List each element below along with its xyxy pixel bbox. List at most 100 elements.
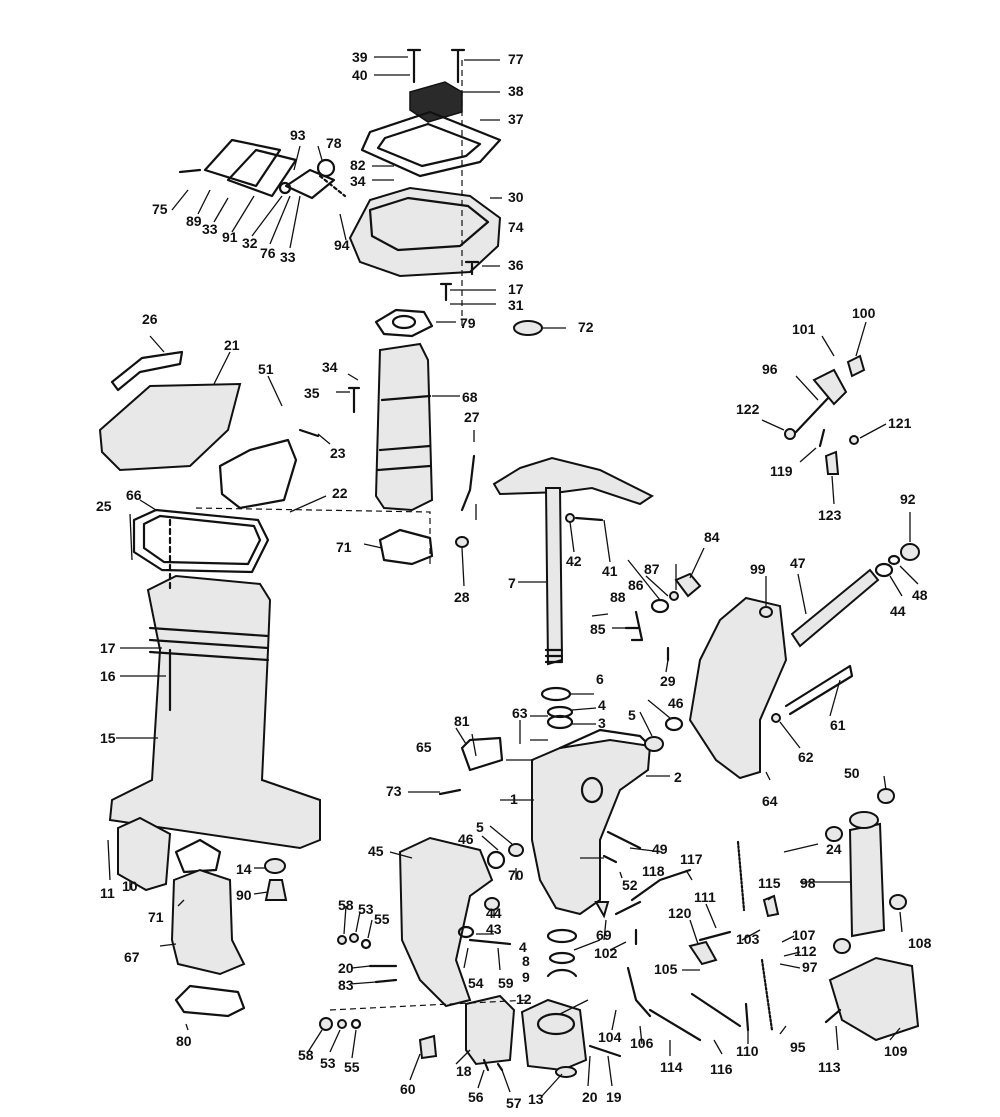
swivel-shaft-group xyxy=(455,454,654,730)
callout-56: 56 xyxy=(468,1089,484,1105)
callout-107: 107 xyxy=(792,927,816,943)
mount-109 xyxy=(828,956,920,1042)
callout-96: 96 xyxy=(762,361,778,377)
callout-102: 102 xyxy=(594,945,618,961)
nut-44a xyxy=(484,897,500,911)
bushing-50a xyxy=(877,788,895,804)
seal-13 xyxy=(555,1066,577,1078)
callout-110: 110 xyxy=(736,1043,759,1059)
housing-12-top xyxy=(536,1012,576,1036)
spring-94 xyxy=(318,174,347,198)
bushing-108a xyxy=(889,894,907,910)
callout-29: 29 xyxy=(660,673,676,689)
callout-73: 73 xyxy=(386,783,402,799)
dash-lower-left xyxy=(329,999,531,1011)
swivel-bracket-1-hole xyxy=(580,776,604,804)
callout-69: 69 xyxy=(596,927,612,943)
bolt-41 xyxy=(574,516,604,522)
callout-25: 25 xyxy=(96,498,112,514)
callout-67: 67 xyxy=(124,949,140,965)
bushing-5b xyxy=(508,843,524,857)
tube-67 xyxy=(170,868,246,976)
callout-63: 63 xyxy=(512,705,528,721)
callout-17b: 17 xyxy=(508,281,524,297)
cover-10 xyxy=(117,816,172,892)
callout-24: 24 xyxy=(826,841,842,857)
callout-99: 99 xyxy=(750,561,766,577)
callout-52: 52 xyxy=(622,877,638,893)
gasket-37 xyxy=(360,110,502,178)
callout-31: 31 xyxy=(508,297,524,313)
cowl-latch-51 xyxy=(218,438,298,510)
stern-bracket-64 xyxy=(688,596,788,780)
callout-116: 116 xyxy=(710,1061,733,1077)
stern-bracket-right-group xyxy=(688,543,920,780)
pin-110 xyxy=(744,1002,750,1032)
callout-74: 74 xyxy=(508,219,524,235)
callout-33b: 33 xyxy=(280,249,296,265)
washer-42 xyxy=(565,513,575,523)
seal-66-inner xyxy=(142,514,262,566)
plug-90 xyxy=(264,879,288,901)
callout-5a: 5 xyxy=(628,707,636,723)
callout-19: 19 xyxy=(606,1089,622,1105)
cylinder-98 xyxy=(848,822,886,938)
callout-89: 89 xyxy=(186,213,202,229)
bolt-59 xyxy=(468,938,512,946)
callout-4a: 4 xyxy=(598,697,606,713)
callout-2: 2 xyxy=(674,769,682,785)
grommet-14 xyxy=(264,858,286,874)
callout-20b: 20 xyxy=(582,1089,598,1105)
callout-98: 98 xyxy=(800,875,816,891)
bracket-115 xyxy=(762,894,780,918)
callout-5b: 5 xyxy=(476,819,484,835)
washer-55b xyxy=(350,1018,362,1030)
callout-43: 43 xyxy=(486,921,502,937)
callout-57: 57 xyxy=(506,1095,522,1111)
lever-96 xyxy=(794,394,832,434)
callout-97: 97 xyxy=(802,959,818,975)
seal-71-lower xyxy=(174,838,222,874)
callout-83: 83 xyxy=(338,977,354,993)
washer-32 xyxy=(278,181,292,195)
callout-108: 108 xyxy=(908,935,932,951)
callout-labels: 1 2 3 4 4 5 5 6 7 8 9 10 11 12 13 14 15 … xyxy=(96,49,932,1111)
callout-46a: 46 xyxy=(668,695,684,711)
pin-73 xyxy=(438,788,462,796)
bolt-39 xyxy=(406,48,422,84)
callout-37: 37 xyxy=(508,111,524,127)
callout-100: 100 xyxy=(852,305,876,321)
callout-32: 32 xyxy=(242,235,258,251)
bushing-5a xyxy=(644,736,664,752)
callout-41: 41 xyxy=(602,563,618,579)
rod-114 xyxy=(648,1008,702,1042)
callout-114: 114 xyxy=(660,1059,683,1075)
callout-18: 18 xyxy=(456,1063,472,1079)
callout-54: 54 xyxy=(468,975,484,991)
screw-19 xyxy=(588,1044,622,1058)
cable-117 xyxy=(630,868,692,902)
callout-109: 109 xyxy=(884,1043,908,1059)
callout-84: 84 xyxy=(704,529,720,545)
screw-31 xyxy=(439,282,453,302)
washer-6 xyxy=(540,686,572,702)
swivel-shaft-7 xyxy=(544,487,564,666)
callout-78: 78 xyxy=(326,135,342,151)
callout-72: 72 xyxy=(578,319,594,335)
callout-49: 49 xyxy=(652,841,668,857)
callout-16: 16 xyxy=(100,668,116,684)
cylinder-group xyxy=(824,788,920,1042)
seal-66 xyxy=(132,508,270,574)
housing-30-cavity xyxy=(368,196,490,252)
callout-14: 14 xyxy=(236,861,252,877)
bolt-77 xyxy=(450,48,466,84)
callout-4b: 4 xyxy=(519,939,527,955)
callout-70: 70 xyxy=(508,867,524,883)
screw-23 xyxy=(298,428,320,438)
callout-62: 62 xyxy=(798,749,814,765)
lever-120 xyxy=(688,940,718,966)
washer-48 xyxy=(887,554,901,566)
spring-95 xyxy=(760,958,774,1032)
callout-20a: 20 xyxy=(338,960,354,976)
callout-76: 76 xyxy=(260,245,276,261)
